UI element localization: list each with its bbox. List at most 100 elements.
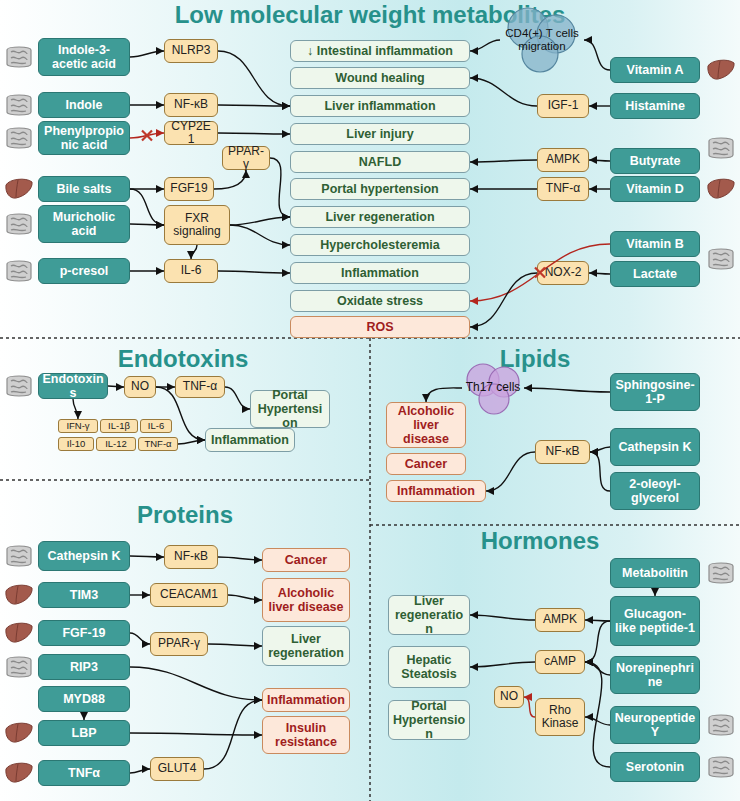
node-label: Indole [66,98,103,112]
source-box: Lactate [610,261,700,287]
connector-arrow [130,104,164,105]
outcome-box: Liver regeneration [290,206,470,228]
node-label: Sphingosine-1-P [614,378,696,406]
connector-arrow [130,188,164,189]
node-label: Metabolitin [622,566,688,580]
node-label: FGF19 [170,182,207,195]
node-label: Inflammation [267,693,345,707]
mediator-box: NF-κB [164,545,218,569]
source-box: LBP [38,720,130,746]
node-label: GLUT4 [158,762,197,775]
outcome-box: Hepatic Steatosis [388,646,470,688]
source-box: Vitamin A [610,57,700,83]
connector-arrow [470,160,537,162]
node-label: Hypercholesteremia [320,238,440,252]
node-label: Butyrate [630,154,681,168]
outcome-box: Liver regeneration [388,595,470,635]
node-label: Wound healing [335,71,424,85]
outcome-box: Inflammation [290,262,470,284]
section-heading: Hormones [290,528,740,555]
node-label: Bile salts [57,182,112,196]
section-heading: Lipids [285,346,740,373]
source-box: Serotonin [610,752,700,782]
connector-arrow [108,386,124,387]
intestine-icon [709,715,733,735]
node-label: Portal hypertension [321,182,438,196]
mediator-box: NOX-2 [537,261,589,285]
node-label: TNF-α [144,439,171,450]
node-label: Histamine [625,99,685,113]
disease-box: ROS [290,316,470,338]
outcome-box: Liver inflammation [290,95,470,117]
node-label: CD4(+) T cells migration [503,27,581,53]
source-box: Sphingosine-1-P [610,373,700,411]
node-label: NO [131,380,149,393]
section-band: EndotoxinsEndotoxinsNOTNF-αPortal Hypert… [0,338,370,480]
node-label: CEACAM1 [160,588,218,601]
connector-arrow [218,51,290,106]
liver-icon [6,623,32,642]
node-label: NF-κB [174,550,208,563]
mediator-box: NO [494,686,524,708]
connector-arrow [584,40,610,70]
connector-arrow [654,588,655,596]
intestine-icon [709,138,733,158]
node-label: Cancer [405,457,447,471]
intestine-icon [709,563,733,583]
source-box: Glucagon-like peptide-1 [610,596,700,646]
node-label: FGF-19 [62,626,105,640]
node-label: Portal Hypertension [392,699,466,741]
node-label: AMPK [546,153,580,166]
mediator-box: FGF19 [164,177,214,201]
connector-arrow [130,594,150,595]
section-heading: Proteins [0,502,435,529]
node-label: TNF-α [546,182,580,195]
disease-box: Cancer [262,548,350,572]
node-label: TNF-α [183,380,217,393]
node-label: TIM3 [70,588,98,602]
node-label: Hepatic Steatosis [392,653,466,681]
source-box: MYD88 [38,686,130,712]
node-label: TNFα [68,766,100,780]
disease-box: Cancer [386,453,466,475]
connector-arrow [178,440,205,444]
intestine-icon [7,128,31,148]
node-label: Muricholic acid [42,210,126,238]
connector-arrow [590,452,610,491]
connector-arrow [130,270,164,271]
intestine-icon [7,657,31,677]
source-box: Metabolitin [610,558,700,588]
intestine-icon [709,249,733,269]
inhibition-cross [535,268,545,278]
node-label: Oxidate stress [337,294,423,308]
node-label: PPAR-γ [226,145,266,172]
node-label: IL-6 [148,421,164,432]
node-label: IL-12 [105,439,127,450]
section-band: ProteinsCathepsin KNF-κBCancerTIM3CEACAM… [0,480,370,801]
source-box: TNFα [38,760,130,786]
connector-arrow [130,224,164,225]
mediator-box: IGF-1 [537,94,589,118]
divider-line [370,524,740,526]
source-box: Indole-3-acetic acid [38,38,130,76]
mediator-box: PPAR-γ [150,632,208,656]
node-label: Liver regeneration [325,210,434,224]
connector-arrow [130,769,150,773]
cytokine-box: Il-10 [58,437,94,451]
node-label: p-cresol [60,264,109,278]
cytokine-box: IL-6 [140,419,172,433]
node-label: IL-6 [181,264,202,277]
liver-icon [6,763,32,782]
outcome-box: Portal Hypertension [388,700,470,740]
connector-arrow [426,388,462,402]
connector-arrow [204,700,262,769]
outcome-box: Inflammation [205,428,295,452]
liver-icon [6,585,32,604]
mediator-box: NF-κB [164,93,218,117]
node-label: Vitamin B [626,237,683,251]
mediator-box: TNF-α [175,376,225,398]
outcome-box: Wound healing [290,67,470,89]
intestine-icon [7,546,31,566]
connector-arrow [470,615,535,620]
node-label: Liver regeneration [266,632,346,660]
